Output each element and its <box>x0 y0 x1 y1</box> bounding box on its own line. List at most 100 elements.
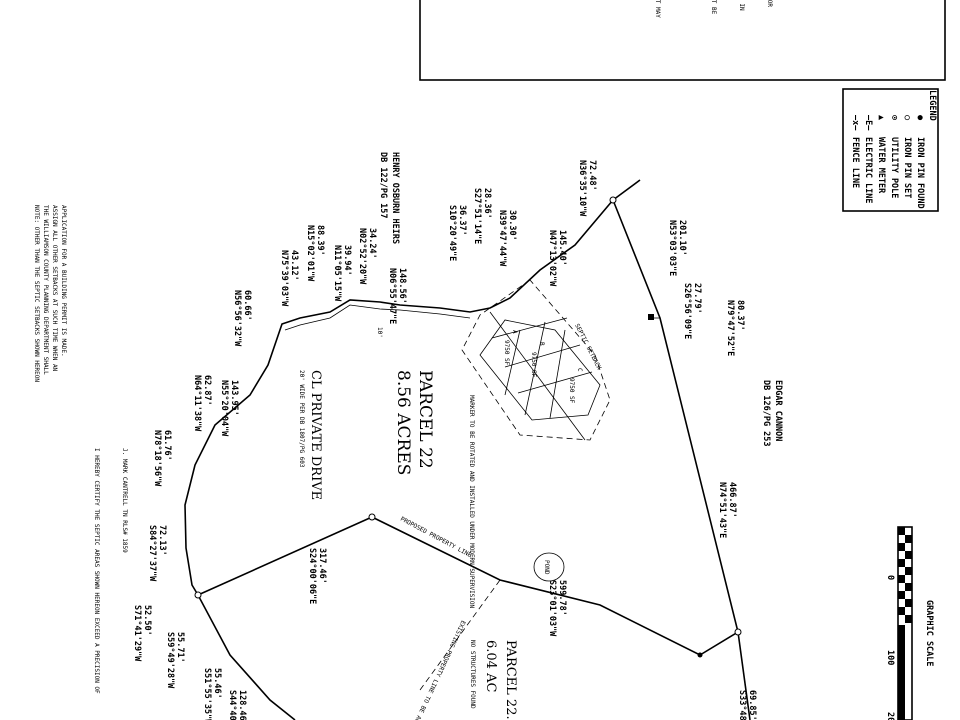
scale-tick-label: 100 <box>885 650 895 665</box>
iron-pin-set-icon <box>194 591 202 599</box>
call-distance: 43.12' <box>289 250 299 281</box>
call-distance: 72.13' <box>157 525 167 556</box>
scale-tick-label: 0 <box>885 575 895 580</box>
scale-segment <box>905 535 912 543</box>
note-left-line: NOTE: OTHER THAN THE SEPTIC SETBACKS SHO… <box>33 205 40 382</box>
call-distance: 88.39' <box>315 225 325 256</box>
call-bearing: N64°11'38"W <box>192 375 202 432</box>
private-drive-edges <box>284 304 471 331</box>
call-distance: 317.46' <box>317 548 327 584</box>
call-bearing: N79°47'52"E <box>725 300 735 356</box>
septic-area-label: 9750 SF <box>568 378 575 404</box>
existing-property-line <box>419 579 501 691</box>
scale-segment <box>905 551 912 559</box>
call-distance: 55.46' <box>212 668 222 699</box>
legend-symbol-icon: —x— <box>850 115 860 131</box>
road-width: 20' WIDE PER DB 1807/PG 603 <box>298 370 305 468</box>
scale-title: GRAPHIC SCALE <box>924 600 934 667</box>
call-bearing: S51°55'35"W <box>202 668 212 720</box>
call-bearing: N53°03'03"E <box>667 220 677 276</box>
call-distance: 466.87' <box>727 482 737 518</box>
scale-segment <box>898 559 905 567</box>
call-distance: 80.37' <box>735 300 745 331</box>
septic-area-label: 9750 SF <box>530 352 537 378</box>
scale-segment <box>905 615 912 623</box>
parcel-split-area: 6.04 AC <box>483 640 498 692</box>
parcel-boundary <box>184 179 751 720</box>
call-bearing: N11°05'15"W <box>332 245 342 302</box>
legend-symbol-icon: ⊙ <box>889 115 899 121</box>
graphic-scale: GRAPHIC SCALE 0 100 200 <box>885 526 934 720</box>
call-bearing: S59°49'28"W <box>165 632 175 689</box>
septic-area-code: C <box>576 368 583 372</box>
septic-area-code: B <box>538 342 545 346</box>
parcel-split-name: PARCEL 22.01 <box>503 640 518 720</box>
call-bearing: S33°48'51"E <box>737 690 747 720</box>
road-name: CL PRIVATE DRIVE <box>308 370 323 500</box>
call-distance: 36.37' <box>457 205 467 236</box>
scale-segment <box>898 543 905 551</box>
scale-tick-label: 200 <box>885 712 895 720</box>
septic-setback-label: SEPTIC SETBACK <box>573 323 602 372</box>
call-distance: 148.56' <box>397 268 407 304</box>
legend-symbol-icon: —E— <box>863 115 873 131</box>
legend-item-label: FENCE LINE <box>850 137 860 188</box>
call-bearing: N39°47'44"W <box>497 210 507 267</box>
call-distance: 55.71' <box>175 632 185 663</box>
call-bearing: N47°13'02"W <box>547 230 557 287</box>
call-distance: 599.78' <box>557 580 567 616</box>
legend-symbol-icon: ○ <box>902 115 912 120</box>
call-bearing: S10°20'49"E <box>447 205 457 261</box>
notes-box: OVERSIZEDGRAVEL SHALLSTRICTLYADVISEOFANY… <box>419 0 946 81</box>
note-top-line: WATER SOURCE MUST BE <box>710 0 717 15</box>
call-bearing: S26°56'09"E <box>682 283 692 339</box>
iron-pin-set-icon <box>368 513 376 521</box>
call-distance: 52.50' <box>142 605 152 636</box>
owner-east-name: EDGAR CANNON <box>773 380 783 441</box>
legend-symbol-icon: ▲ <box>876 115 886 121</box>
call-distance: 69.85' <box>747 690 757 720</box>
iron-pin-found-icon <box>648 314 654 320</box>
septic-note: MARKER TO BE ROTATED AND INSTALLED UNDER… <box>468 395 475 609</box>
legend-item-label: ELECTRIC LINE <box>863 137 873 204</box>
pond-outline <box>533 552 565 582</box>
notes-top-text: OVERSIZEDGRAVEL SHALLSTRICTLYADVISEOFANY… <box>626 0 773 18</box>
scale-segment <box>898 625 905 720</box>
scale-segment <box>898 527 905 535</box>
legend-item-label: IRON PIN SET <box>902 137 912 198</box>
call-bearing: N78°18'56"W <box>152 430 162 487</box>
call-distance: 28.36' <box>482 188 492 219</box>
call-distance: 62.87' <box>202 375 212 406</box>
parcel-split-note: NO STRUCTURES FOUND <box>469 640 476 709</box>
call-distance: 143.95' <box>229 380 239 416</box>
note-left-line: APPLICATION FOR A BUILDING PERMIT IS MAD… <box>60 205 67 357</box>
call-distance: 39.94' <box>342 245 352 276</box>
septic-area-code: A <box>511 330 518 334</box>
call-distance: 201.10' <box>677 220 687 256</box>
setback-dimension: 10' <box>376 327 383 338</box>
boundary-pins <box>194 196 742 658</box>
scale-segment <box>898 607 905 615</box>
legend-item-label: WATER METER <box>876 137 886 194</box>
septic-area-label: 9750 SF <box>503 340 510 366</box>
iron-pin-found-icon <box>697 652 703 658</box>
call-distance: 34.24' <box>367 228 377 259</box>
note-top-line: ET OF BE OF TANK IN <box>738 0 745 11</box>
pond-label: POND <box>543 560 550 575</box>
legend-symbol-icon: ● <box>915 115 925 121</box>
call-bearing: N06°55'47"E <box>387 268 397 324</box>
call-bearing: S23°01'03"W <box>547 580 557 637</box>
note-top-line: OVERLAP OF 5 FEET MAY <box>654 0 661 18</box>
note-left-line: ASSIGN ALL OTHER SETBACKS AT SUCH TIME W… <box>51 205 58 372</box>
iron-pin-set-icon <box>734 628 742 636</box>
iron-pin-set-icon <box>609 196 617 204</box>
call-bearing: S27°51'14"E <box>472 188 482 244</box>
call-distance: 61.76' <box>162 430 172 461</box>
call-bearing: N36°35'10"W <box>577 160 587 217</box>
call-distance: 72.48' <box>587 160 597 191</box>
scale-segment <box>905 599 912 607</box>
scale-segment <box>898 575 905 583</box>
legend-title: LEGEND <box>927 90 937 121</box>
call-distance: 145.40' <box>557 230 567 266</box>
